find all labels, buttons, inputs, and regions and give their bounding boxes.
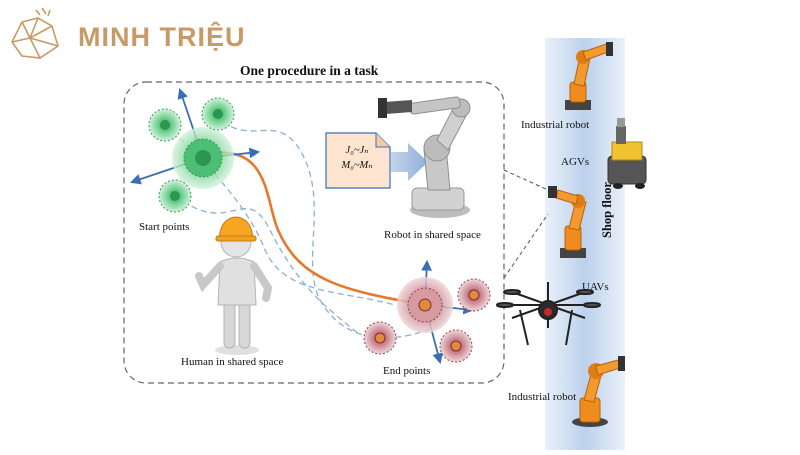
end-point [397, 277, 453, 333]
industrial-robot-top-label: Industrial robot [521, 119, 590, 131]
formula-line-joints: J₀~Jₙ [345, 145, 369, 156]
start-point [201, 97, 235, 131]
brand-name: MINH TRIỆU [78, 22, 246, 52]
start-points-label: Start points [139, 221, 190, 233]
end-point [439, 329, 473, 363]
shop-floor-label: Shop floor [600, 182, 614, 238]
start-point [158, 179, 192, 213]
industrial-robot-bottom-icon [572, 356, 625, 427]
connector-lines [503, 169, 549, 279]
diagram-title: One procedure in a task [240, 63, 379, 78]
human-label: Human in shared space [181, 356, 284, 368]
formula-line-motions: M₀~Mₙ [341, 160, 373, 171]
uavs-label: UAVs [582, 281, 609, 293]
task-frame [123, 81, 505, 384]
start-points [148, 97, 235, 213]
optimal-trajectory [202, 151, 426, 307]
crystal-diamond-icon [11, 7, 59, 59]
formula-text: J₀~Jₙ M₀~Mₙ [329, 143, 385, 173]
end-points-label: End points [383, 365, 431, 377]
start-point [172, 127, 234, 189]
robot-label: Robot in shared space [384, 229, 481, 241]
industrial-robot-middle-icon [548, 186, 587, 258]
agvs-label: AGVs [561, 156, 590, 168]
industrial-robot-bottom-label: Industrial robot [508, 391, 577, 403]
human-icon [195, 216, 273, 355]
agv-icon [607, 118, 647, 189]
end-points [363, 277, 491, 363]
formula-card [325, 132, 391, 189]
industrial-robot-top-icon [565, 42, 613, 110]
start-point [148, 108, 182, 142]
end-point [363, 321, 397, 355]
arrow-to-robot [391, 143, 428, 181]
end-point [457, 278, 491, 312]
uav-drone-icon [496, 282, 601, 346]
robot-arm-icon [378, 96, 471, 218]
